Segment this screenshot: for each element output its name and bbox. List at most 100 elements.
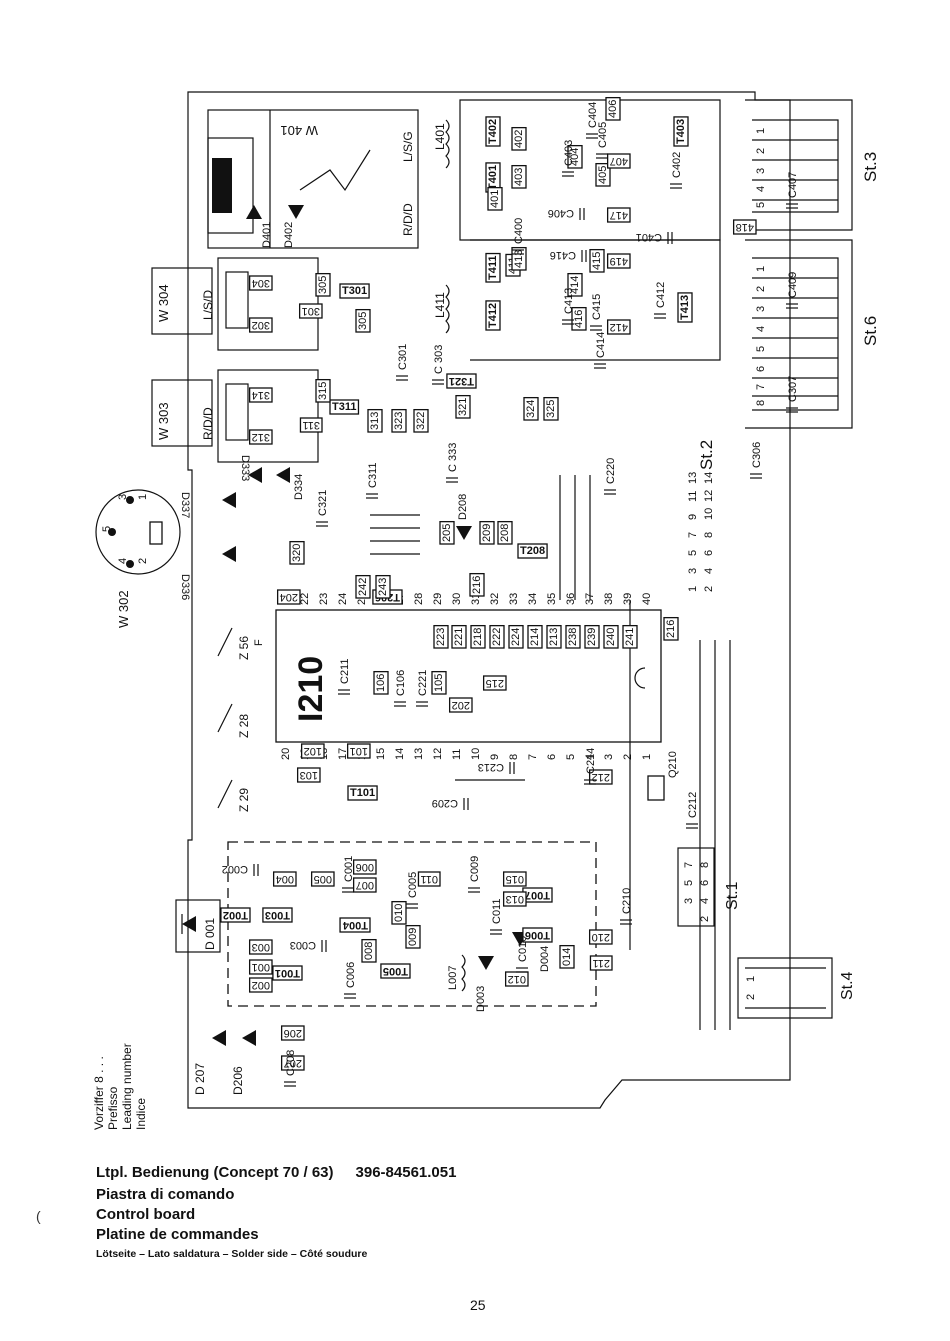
capacitor-c321-label: C321 <box>317 490 329 516</box>
capacitor-c303: C 303 <box>432 345 445 385</box>
resistor-r209: 209 <box>479 520 495 545</box>
st6-pin-1: 1 <box>755 266 767 272</box>
transistor-t311-label: T311 <box>332 401 356 413</box>
diode-d337: D337 <box>179 492 236 518</box>
pin-37: 37 <box>584 593 596 605</box>
pin-14: 14 <box>394 748 406 760</box>
pin-22: 22 <box>299 593 311 605</box>
st2-pin-8: 8 <box>703 532 715 538</box>
resistor-r202: 202 <box>448 697 473 713</box>
w302-pin-4: 4 <box>117 558 129 564</box>
label-w304: W 304 <box>156 284 171 322</box>
switch-z56-sub: F <box>253 639 265 646</box>
transistor-t401-label: T401 <box>487 165 499 190</box>
socket-w303-block <box>151 369 319 463</box>
resistor-r209-label: 209 <box>481 524 493 542</box>
diode-d336-label: D336 <box>179 574 191 600</box>
resistor-r212-label: 212 <box>592 771 610 783</box>
resistor-r301: 301 <box>298 303 323 319</box>
label-st4: St.4 <box>839 971 856 1000</box>
resistor-r415: 415 <box>589 248 605 273</box>
st3-pin-3: 3 <box>755 168 767 174</box>
resistor-r004: 004 <box>272 871 297 887</box>
resistor-r216b: 216 <box>663 616 679 641</box>
capacitor-c409: C409 <box>786 272 799 309</box>
w302-pins: 1 2 3 4 5 <box>101 494 149 564</box>
st2-pin-1: 1 <box>687 586 699 592</box>
pin-29: 29 <box>432 593 444 605</box>
pin-30: 30 <box>451 593 463 605</box>
resistor-r305: 305 <box>315 272 331 297</box>
capacitor-c413-label: C413 <box>563 288 575 314</box>
st2-pin-4: 4 <box>703 568 715 574</box>
st2-pin-14: 14 <box>703 472 715 484</box>
resistor-r204-label: 204 <box>280 591 298 603</box>
capacitor-c401-label: C401 <box>636 231 662 243</box>
capacitor-c002: C002 <box>222 863 259 876</box>
capacitor-c005: C005 <box>406 872 419 909</box>
copper-traces <box>370 99 731 1030</box>
st2-pin-3: 3 <box>687 568 699 574</box>
prefix-note-line-2: Prefisso <box>106 1086 120 1130</box>
ic-i210-label: I210 <box>292 656 330 722</box>
prefix-note-line-4: Indice <box>134 1097 148 1130</box>
resistor-r301-label: 301 <box>302 305 320 317</box>
resistor-r222: 222 <box>489 624 505 649</box>
resistor-r222-label: 222 <box>491 628 503 646</box>
capacitor-c412-label: C412 <box>655 282 667 308</box>
margin-mark: ( <box>36 1208 41 1224</box>
resistor-r238-label: 238 <box>567 628 579 646</box>
st2-pin-5: 5 <box>687 550 699 556</box>
capacitor-c208-label: C208 <box>285 1050 297 1076</box>
capacitor-c220: C220 <box>604 458 617 495</box>
label-st6: St.6 <box>861 316 880 346</box>
resistor-r208-label: 208 <box>499 524 511 542</box>
capacitor-c009-label: C009 <box>469 856 481 882</box>
label-w303: W 303 <box>156 402 171 440</box>
transistor-t101: T101 <box>347 785 378 801</box>
capacitor-c214: C214 <box>584 748 597 785</box>
resistor-r010-label: 010 <box>393 904 405 922</box>
pin-7: 7 <box>527 754 539 760</box>
resistor-r216a-label: 216 <box>471 576 483 594</box>
diode-d003: D003 <box>475 956 494 1012</box>
transistor-t002: T002 <box>220 907 251 923</box>
capacitor-c400: C400 <box>512 218 525 255</box>
resistor-r403-label: 403 <box>513 168 525 186</box>
resistor-r412: 412 <box>606 319 631 335</box>
resistor-r304-label: 304 <box>252 277 270 289</box>
capacitor-c005-label: C005 <box>407 872 419 898</box>
transistor-t301-label: T301 <box>342 285 367 297</box>
resistor-r105-label: 105 <box>433 674 445 692</box>
diode-d004-label: D004 <box>539 946 551 972</box>
st6-pin-5: 5 <box>755 346 767 352</box>
capacitor-c003: C003 <box>290 939 327 952</box>
resistor-r325: 325 <box>543 396 559 421</box>
label-lsg: L/S/G <box>401 131 415 162</box>
st4-pins: 1 2 <box>745 976 757 1000</box>
transistor-t411: T411 <box>485 252 501 283</box>
pin-33: 33 <box>508 593 520 605</box>
resistor-r315: 315 <box>315 378 331 403</box>
capacitor-c311: C311 <box>366 463 379 499</box>
transistor-t403: T403 <box>673 116 689 147</box>
parts-layer: T401T402T403T411T412T413T301T311T321T206… <box>220 96 799 1087</box>
st2-pin-13: 13 <box>687 472 699 484</box>
capacitor-c210: C210 <box>620 888 633 925</box>
caption-english: Control board <box>96 1206 196 1223</box>
resistor-r313: 313 <box>367 408 383 433</box>
label-rdd-top: R/D/D <box>401 203 415 236</box>
resistor-r103: 103 <box>296 767 321 783</box>
resistor-r004-label: 004 <box>276 873 294 885</box>
resistor-r224: 224 <box>508 624 524 649</box>
resistor-r221-label: 221 <box>453 628 465 646</box>
capacitor-c220-label: C220 <box>605 458 617 484</box>
capacitor-c301: C301 <box>396 344 409 381</box>
transistor-t006-label: T006 <box>525 929 550 941</box>
resistor-r306-label: 305 <box>357 312 369 330</box>
inductor-l007-label: L007 <box>447 966 459 990</box>
diode-d207-label: D 207 <box>193 1063 207 1095</box>
st2-pin-11: 11 <box>687 491 699 502</box>
capacitor-c401: C401 <box>636 231 673 244</box>
transistor-t403-label: T403 <box>675 119 687 144</box>
